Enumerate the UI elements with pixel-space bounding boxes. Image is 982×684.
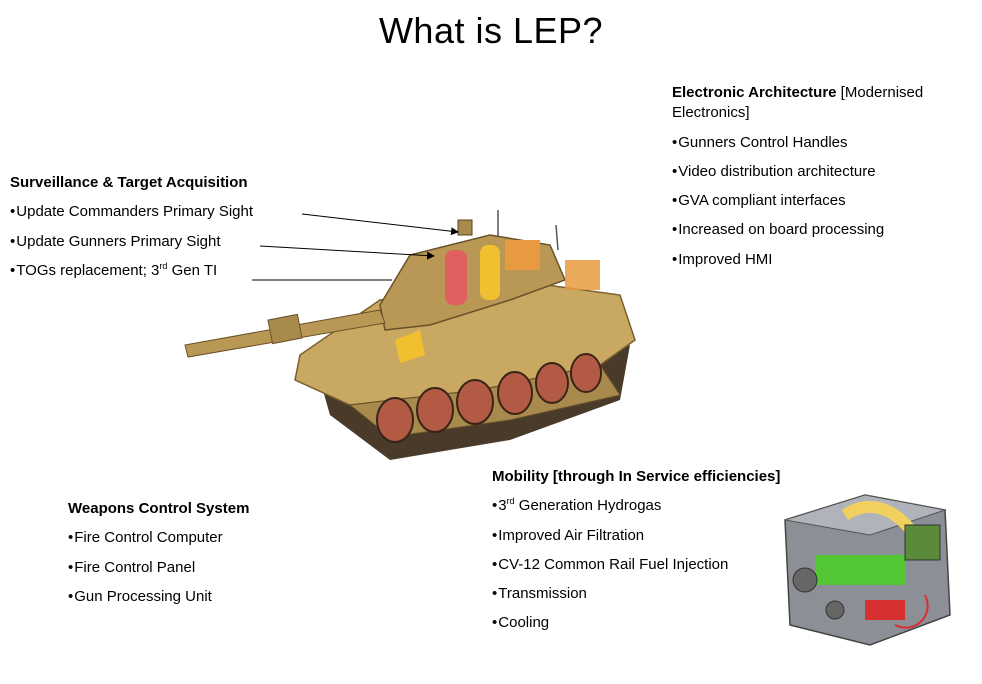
bullet: •	[672, 162, 678, 180]
list-item: •Transmission	[492, 584, 780, 604]
list-item-text: TOGs replacement; 3	[16, 261, 160, 279]
list-item-text: Improved Air Filtration	[498, 526, 645, 544]
bullet: •	[10, 261, 16, 279]
tank-cutaway-illustration	[184, 210, 636, 460]
road-wheel	[497, 371, 533, 415]
mobility-list: •3rd Generation Hydrogas •Improved Air F…	[492, 496, 780, 633]
list-item-text: Fire Control Panel	[74, 558, 196, 576]
list-item-text: Gunners Control Handles	[678, 133, 848, 151]
list-item: •Cooling	[492, 613, 780, 633]
surveillance-section: Surveillance & Target Acquisition •Updat…	[10, 173, 253, 281]
electronic-heading-bold: Electronic Architecture	[672, 84, 837, 101]
list-item: •Improved HMI	[672, 250, 972, 270]
ordinal-suffix: rd	[159, 260, 168, 271]
list-item: •Update Gunners Primary Sight	[10, 232, 253, 252]
list-item-text: CV-12 Common Rail Fuel Injection	[498, 555, 729, 573]
bullet: •	[492, 585, 498, 602]
engine-pulley	[792, 567, 818, 593]
electronic-heading-rest: [Modernised Electronics]	[672, 84, 924, 122]
road-wheel	[416, 387, 454, 433]
antenna	[555, 224, 559, 251]
engine-panel	[904, 524, 941, 561]
bullet: •	[492, 526, 498, 544]
gun-mantlet	[267, 313, 303, 345]
list-item: •Fire Control Computer	[68, 528, 249, 548]
road-wheel	[456, 379, 494, 425]
engine-pulley	[825, 600, 845, 620]
weapons-heading: Weapons Control System	[68, 500, 250, 517]
list-item-text: Video distribution architecture	[678, 162, 876, 180]
page-title: What is LEP?	[378, 10, 604, 51]
list-item: •Gunners Control Handles	[672, 133, 972, 153]
list-item: •GVA compliant interfaces	[672, 191, 972, 211]
bullet: •	[672, 133, 678, 151]
list-item-text: Gun Processing Unit	[74, 587, 212, 605]
weapons-list: •Fire Control Computer •Fire Control Pan…	[68, 528, 249, 607]
list-item-text: Fire Control Computer	[74, 529, 223, 547]
list-item: •Fire Control Panel	[68, 558, 249, 578]
list-item: •TOGs replacement; 3rd Gen TI	[10, 261, 253, 281]
bullet: •	[68, 587, 74, 605]
engine-module	[815, 555, 905, 585]
mobility-heading: Mobility [through In Service efficiencie…	[492, 468, 781, 485]
surveillance-list: •Update Commanders Primary Sight •Update…	[10, 202, 253, 281]
engine-component	[865, 600, 905, 620]
bullet: •	[492, 497, 498, 515]
engine-cable	[894, 594, 929, 629]
list-item-text: Update Commanders Primary Sight	[16, 203, 254, 221]
list-item: •Gun Processing Unit	[68, 587, 249, 607]
road-wheels	[376, 353, 602, 443]
interior-equipment	[505, 240, 540, 270]
list-item: •3rd Generation Hydrogas	[492, 496, 780, 516]
list-item-text: GVA compliant interfaces	[678, 192, 846, 209]
list-item-text: Cooling	[498, 614, 550, 632]
list-item-text: Generation Hydrogas	[514, 497, 662, 515]
bullet: •	[68, 558, 74, 576]
engine-top	[784, 494, 947, 536]
road-wheel	[570, 353, 602, 393]
list-item: •Improved Air Filtration	[492, 526, 780, 546]
list-item: •CV-12 Common Rail Fuel Injection	[492, 555, 780, 575]
bullet: •	[492, 614, 498, 632]
crew-figure	[480, 245, 500, 300]
road-wheel	[376, 397, 414, 443]
bullet: •	[672, 221, 678, 239]
bullet: •	[672, 192, 678, 209]
engine-illustration	[784, 494, 951, 646]
bullet: •	[10, 232, 16, 250]
bullet: •	[492, 555, 498, 573]
list-item-text: Improved HMI	[678, 250, 773, 268]
mobility-section: Mobility [through In Service efficiencie…	[492, 467, 780, 634]
list-item: •Increased on board processing	[672, 220, 972, 240]
commander-sight	[457, 219, 473, 236]
electronic-section: Electronic Architecture [Modernised Elec…	[672, 83, 972, 270]
road-wheel	[535, 362, 569, 404]
electronic-list: •Gunners Control Handles •Video distribu…	[672, 133, 972, 270]
list-item: •Update Commanders Primary Sight	[10, 202, 253, 222]
crew-figure	[445, 250, 467, 305]
list-item-text: Transmission	[498, 585, 587, 602]
surveillance-heading: Surveillance & Target Acquisition	[10, 174, 248, 191]
ordinal-suffix: rd	[506, 496, 515, 507]
interior-equipment	[565, 260, 600, 290]
weapons-section: Weapons Control System •Fire Control Com…	[68, 499, 249, 607]
list-item-text: 3	[498, 497, 507, 515]
bullet: •	[672, 250, 678, 268]
bullet: •	[10, 203, 16, 221]
electronic-heading: Electronic Architecture [Modernised Elec…	[672, 83, 972, 124]
list-item: •Video distribution architecture	[672, 162, 972, 182]
list-item-text: Update Gunners Primary Sight	[16, 232, 221, 250]
interior-detail	[395, 330, 425, 363]
list-item-text: Gen TI	[167, 261, 218, 279]
list-item-text: Increased on board processing	[678, 221, 885, 239]
bullet: •	[68, 529, 74, 547]
